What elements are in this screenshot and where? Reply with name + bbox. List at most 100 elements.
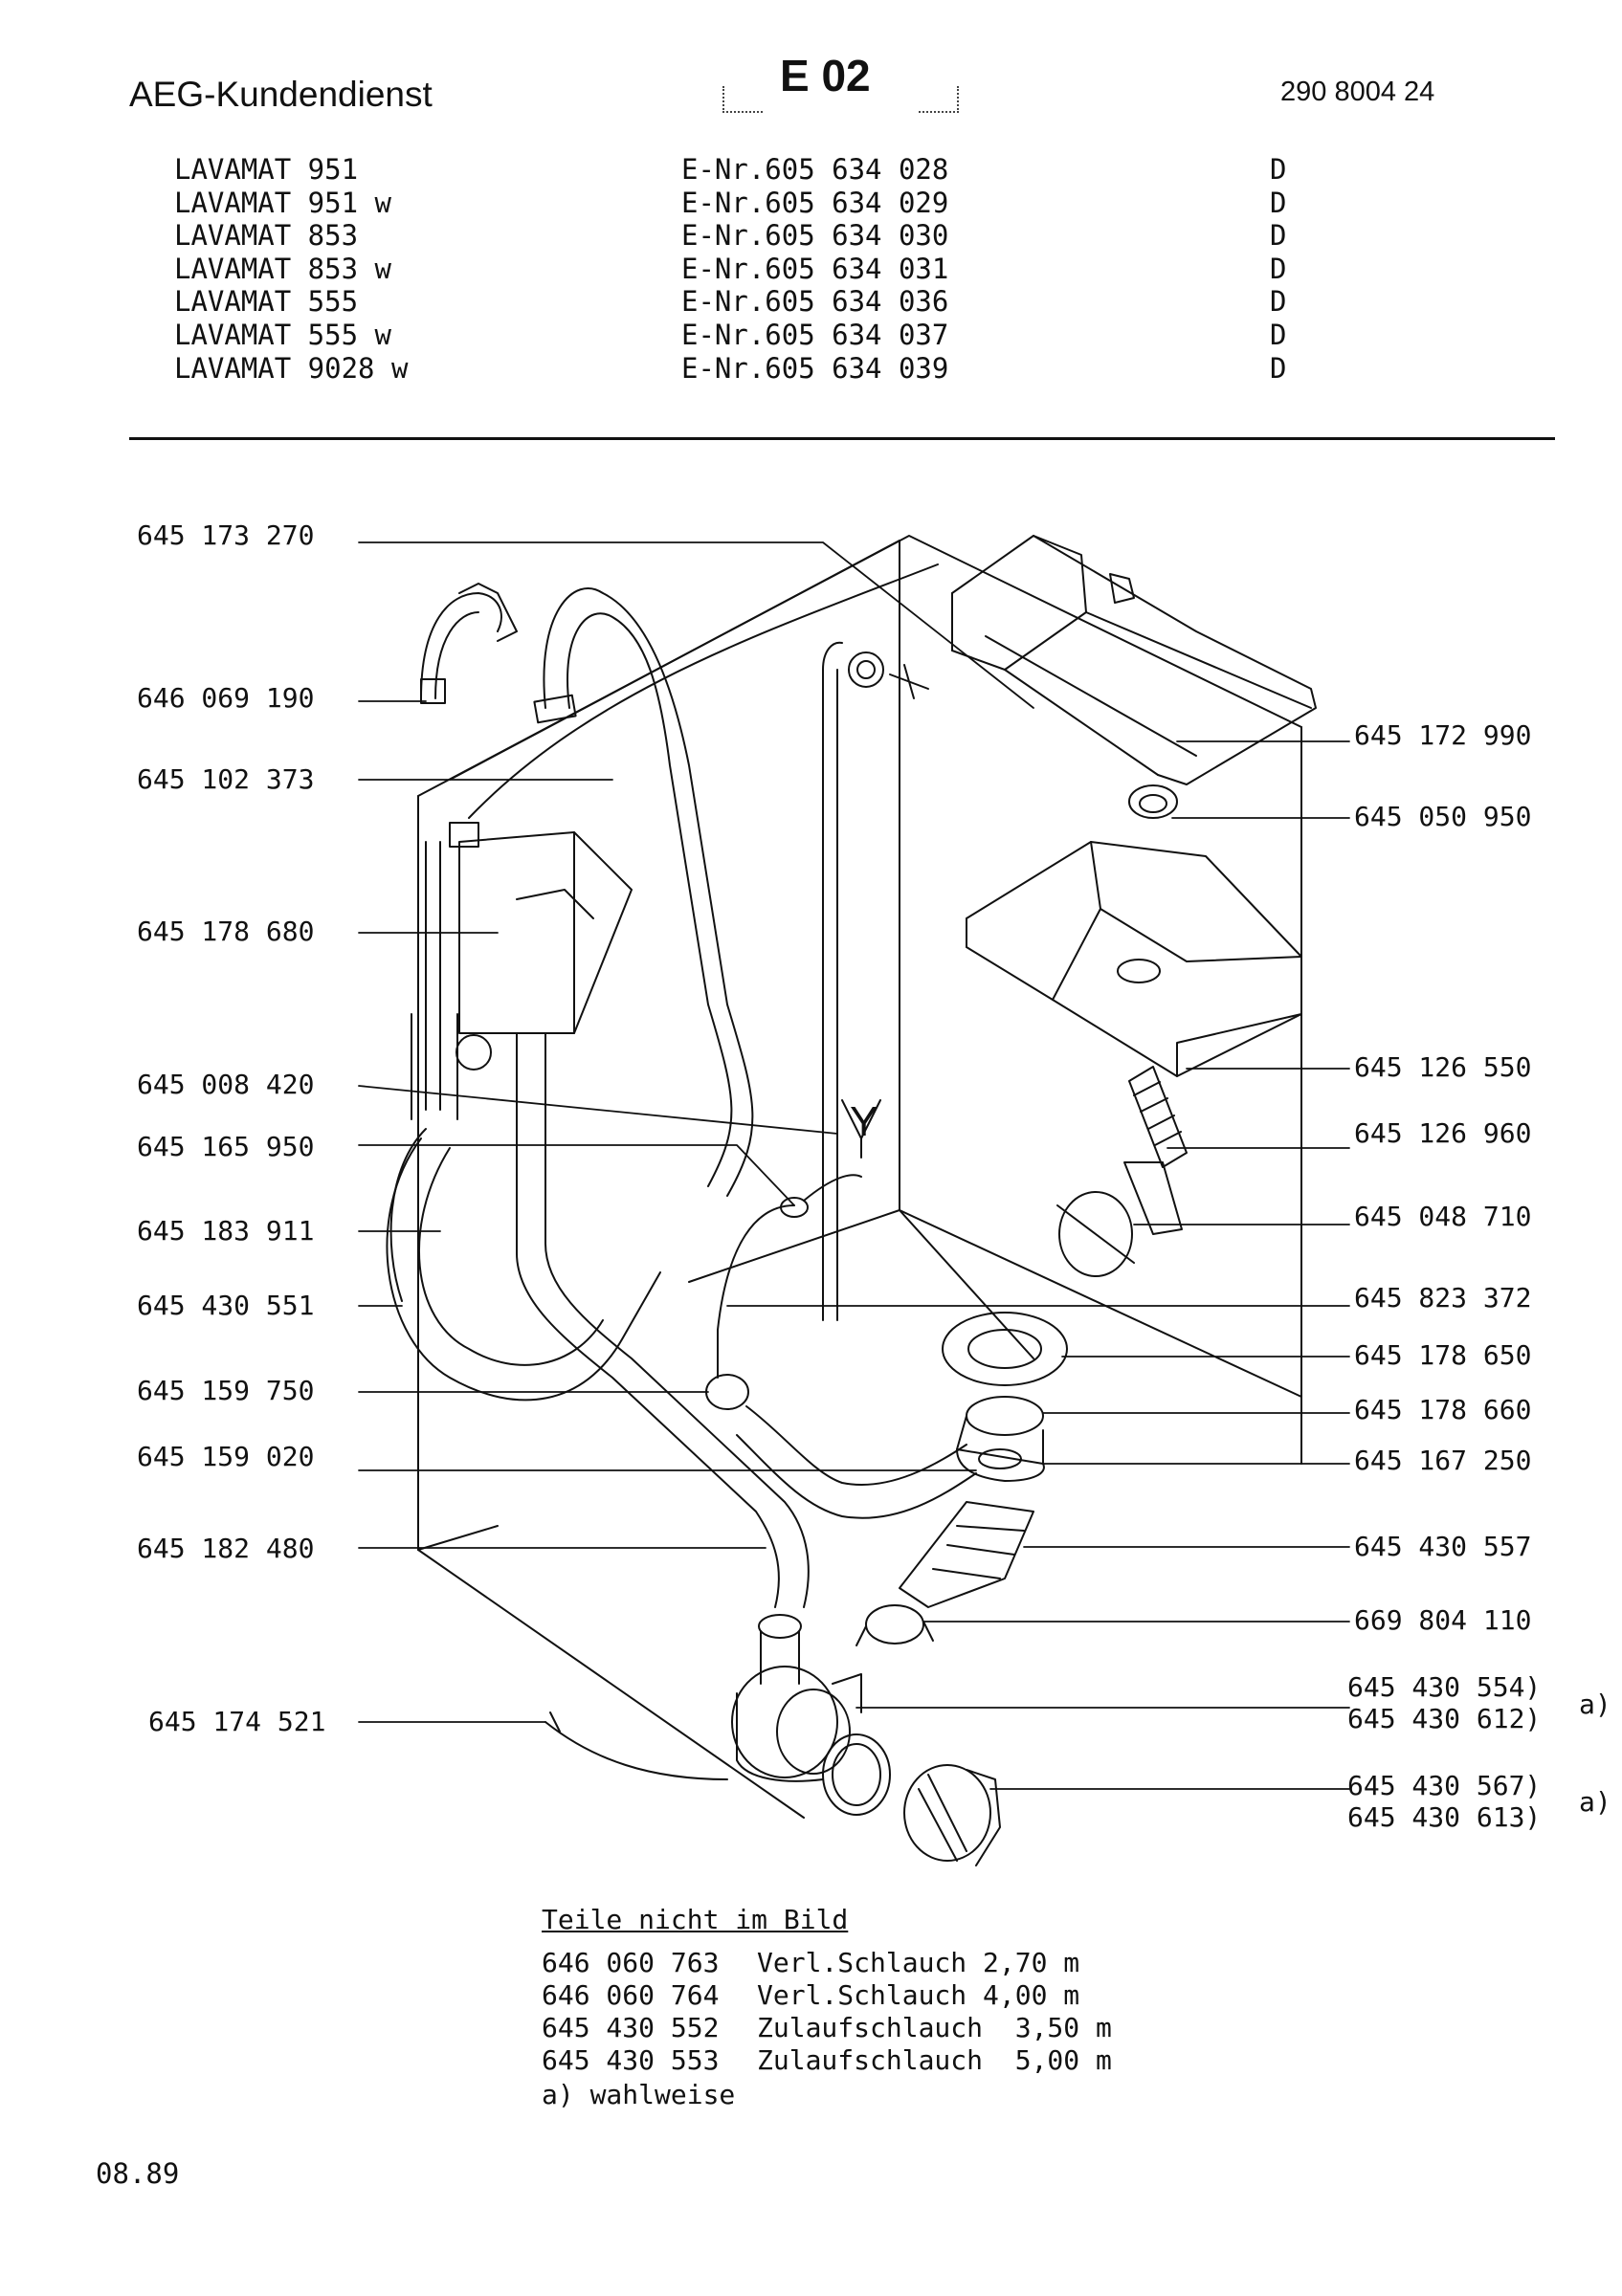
part-label-right: 645 430 612) (1347, 1703, 1542, 1734)
soap-box (449, 822, 633, 1034)
model-enr: E-Nr.605 634 039 (681, 351, 949, 385)
part-label-left: 645 174 521 (148, 1706, 326, 1737)
hose-holder (420, 583, 518, 704)
sump-valve (956, 1396, 1045, 1482)
model-country: D (1270, 318, 1287, 351)
outlet-hose (705, 1374, 977, 1519)
model-country: D (1270, 351, 1287, 385)
inlet-valve-connector (848, 651, 929, 699)
part-label-right: 645 172 990 (1354, 719, 1532, 751)
header-divider (129, 437, 1555, 440)
part-number: 646 060 764 (542, 1979, 720, 2011)
detergent-tray-housing (966, 841, 1302, 1077)
sump-gasket (942, 1312, 1068, 1386)
part-label-right: 645 050 950 (1354, 801, 1532, 832)
list-item: 646 060 763 Verl.Schlauch 2,70 m (542, 1947, 1079, 1979)
part-label-left: 645 159 020 (137, 1441, 315, 1472)
part-description: Zulaufschlauch 3,50 m (757, 2012, 1112, 2043)
part-label-left: 645 165 950 (137, 1131, 315, 1162)
part-label-right: 645 167 250 (1354, 1445, 1532, 1476)
model-enr: E-Nr.605 634 028 (681, 153, 949, 186)
part-description: Verl.Schlauch 2,70 m (757, 1947, 1080, 1978)
part-label-left: 645 008 420 (137, 1069, 315, 1100)
part-label-left: 645 159 750 (137, 1375, 315, 1406)
cable (544, 1711, 728, 1780)
model-name: LAVAMAT 951 (174, 153, 359, 186)
model-country: D (1270, 186, 1287, 219)
part-label-right: 645 430 567) (1347, 1770, 1542, 1801)
drain-pump (731, 1614, 862, 1782)
filter-cap (903, 1764, 1001, 1866)
part-label-left: 645 183 911 (137, 1215, 315, 1247)
sump-hose (516, 1032, 810, 1608)
dispenser-gasket (1128, 784, 1178, 819)
part-label-right: 645 430 557 (1354, 1531, 1532, 1562)
model-row: LAVAMAT 853 w E-Nr.605 634 031 D (174, 253, 1322, 286)
list-item: 645 430 553 Zulaufschlauch 5,00 m (542, 2044, 1112, 2077)
issue-date: 08.89 (96, 2157, 180, 2190)
pressure-tube (717, 1174, 862, 1379)
part-label-right: 669 804 110 (1354, 1604, 1532, 1636)
part-description: Verl.Schlauch 4,00 m (757, 1979, 1080, 2011)
model-name: LAVAMAT 555 w (174, 318, 391, 351)
part-label-right: 645 126 960 (1354, 1117, 1532, 1149)
part-description: Zulaufschlauch 5,00 m (757, 2044, 1112, 2076)
option-mark: a) (1579, 1689, 1611, 1720)
model-row: LAVAMAT 555 w E-Nr.605 634 037 D (174, 319, 1322, 352)
part-label-right: 645 430 554) (1347, 1671, 1542, 1703)
model-name: LAVAMAT 9028 w (174, 351, 409, 385)
model-country: D (1270, 153, 1287, 186)
model-row: LAVAMAT 9028 w E-Nr.605 634 039 D (174, 352, 1322, 386)
model-name: LAVAMAT 853 (174, 219, 359, 253)
y-piece (841, 1099, 881, 1159)
model-country: D (1270, 219, 1287, 253)
drain-hose-loop (386, 1128, 661, 1402)
model-enr: E-Nr.605 634 030 (681, 219, 949, 253)
part-label-right: 645 178 660 (1354, 1394, 1532, 1425)
document-number: 290 8004 24 (1280, 77, 1435, 107)
part-label-left: 645 102 373 (137, 763, 315, 795)
part-label-left: 645 182 480 (137, 1533, 315, 1564)
check-valve-disc (1056, 1191, 1135, 1277)
model-row: LAVAMAT 951 E-Nr.605 634 028 D (174, 153, 1322, 187)
model-enr: E-Nr.605 634 031 (681, 252, 949, 285)
parts-not-pictured-title: Teile nicht im Bild (542, 1904, 849, 1935)
sheet-code: E 02 (780, 51, 871, 100)
part-label-right: 645 048 710 (1354, 1201, 1532, 1232)
part-label-left: 646 069 190 (137, 682, 315, 714)
model-row: LAVAMAT 853 E-Nr.605 634 030 D (174, 219, 1322, 253)
model-row: LAVAMAT 951 w E-Nr.605 634 029 D (174, 187, 1322, 220)
model-country: D (1270, 252, 1287, 285)
part-label-left: 645 173 270 (137, 519, 315, 551)
model-country: D (1270, 285, 1287, 319)
model-enr: E-Nr.605 634 029 (681, 186, 949, 219)
brand-title: AEG-Kundendienst (129, 75, 433, 114)
list-item: 645 430 552 Zulaufschlauch 3,50 m (542, 2012, 1112, 2044)
part-label-right: 645 430 613) (1347, 1801, 1542, 1833)
left-vertical-tubes (411, 841, 492, 1120)
part-number: 646 060 763 (542, 1947, 720, 1978)
pump-bellows (899, 1501, 1034, 1608)
part-number: 645 430 553 (542, 2044, 720, 2076)
part-label-left: 645 178 680 (137, 916, 315, 947)
model-name: LAVAMAT 853 w (174, 252, 391, 285)
list-item: 646 060 764 Verl.Schlauch 4,00 m (542, 1979, 1079, 2012)
part-label-left: 645 430 551 (137, 1290, 315, 1321)
leader-lines-right (726, 740, 1350, 1790)
option-mark: a) (1579, 1786, 1611, 1818)
sheet-code-bracket-left (722, 86, 763, 113)
inlet-hose (533, 587, 754, 1197)
hose-clamp (855, 1604, 934, 1646)
model-enr: E-Nr.605 634 037 (681, 318, 949, 351)
supply-tube (468, 563, 939, 1321)
leader-lines-left (358, 541, 1034, 1723)
pump-oring (822, 1733, 891, 1816)
dispenser-drawer (951, 535, 1317, 785)
y-piece-label: Y (850, 1098, 878, 1145)
model-enr: E-Nr.605 634 036 (681, 285, 949, 319)
part-number: 645 430 552 (542, 2012, 720, 2043)
model-name: LAVAMAT 951 w (174, 186, 391, 219)
